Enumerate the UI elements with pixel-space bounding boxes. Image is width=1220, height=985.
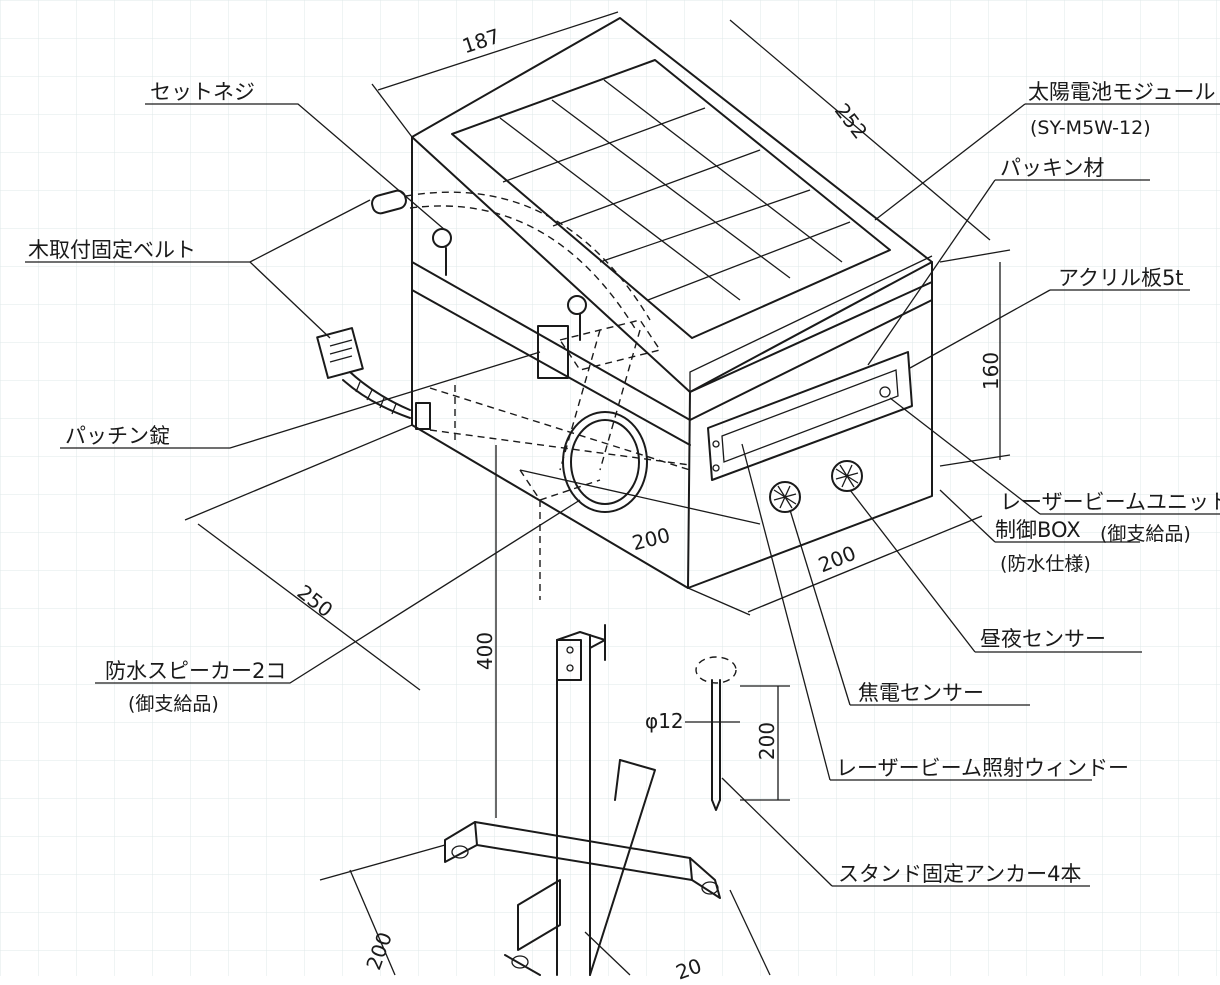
acrylic-plate	[707, 351, 913, 481]
label-laser-unit: レーザービームユニット	[1000, 490, 1220, 514]
label-acrylic: アクリル板5t	[1058, 266, 1184, 290]
anchor-stake	[695, 656, 737, 811]
dim-anchor-length: 200	[755, 721, 780, 761]
sensors	[769, 460, 863, 513]
dim-anchor-dia: φ12	[645, 709, 684, 733]
dim-height: 160	[979, 351, 1004, 391]
label-control-box-note: (防水仕様)	[1000, 553, 1091, 575]
label-solar-model: (SY-M5W-12)	[1030, 117, 1151, 139]
dimension-lines	[184, 11, 1011, 976]
leader-lines	[25, 103, 1220, 887]
stand	[444, 624, 721, 976]
label-speaker-note: (御支給品)	[128, 693, 219, 715]
label-speaker: 防水スピーカー2コ	[105, 659, 287, 683]
label-belt: 木取付固定ベルト	[28, 238, 196, 262]
control-box-body	[411, 17, 933, 589]
label-solar-module: 太陽電池モジュール	[1028, 80, 1216, 104]
solar-panel	[451, 59, 891, 339]
hidden-mount	[519, 319, 662, 600]
label-latch: パッチン錠	[65, 424, 170, 448]
label-pyro-sensor: 焦電センサー	[858, 681, 984, 705]
label-laser-unit-note: (御支給品)	[1100, 523, 1191, 545]
speaker	[562, 411, 648, 513]
label-laser-window: レーザービーム照射ウィンドー	[836, 756, 1129, 780]
label-day-night-sensor: 昼夜センサー	[980, 627, 1106, 651]
latch-hardware	[316, 189, 691, 471]
label-control-box: 制御BOX	[995, 518, 1081, 542]
label-packing: パッキン材	[1000, 156, 1105, 180]
label-set-screw: セットネジ	[150, 80, 255, 104]
label-anchor: スタンド固定アンカー4本	[838, 862, 1082, 886]
dim-stand-height: 400	[473, 631, 498, 671]
